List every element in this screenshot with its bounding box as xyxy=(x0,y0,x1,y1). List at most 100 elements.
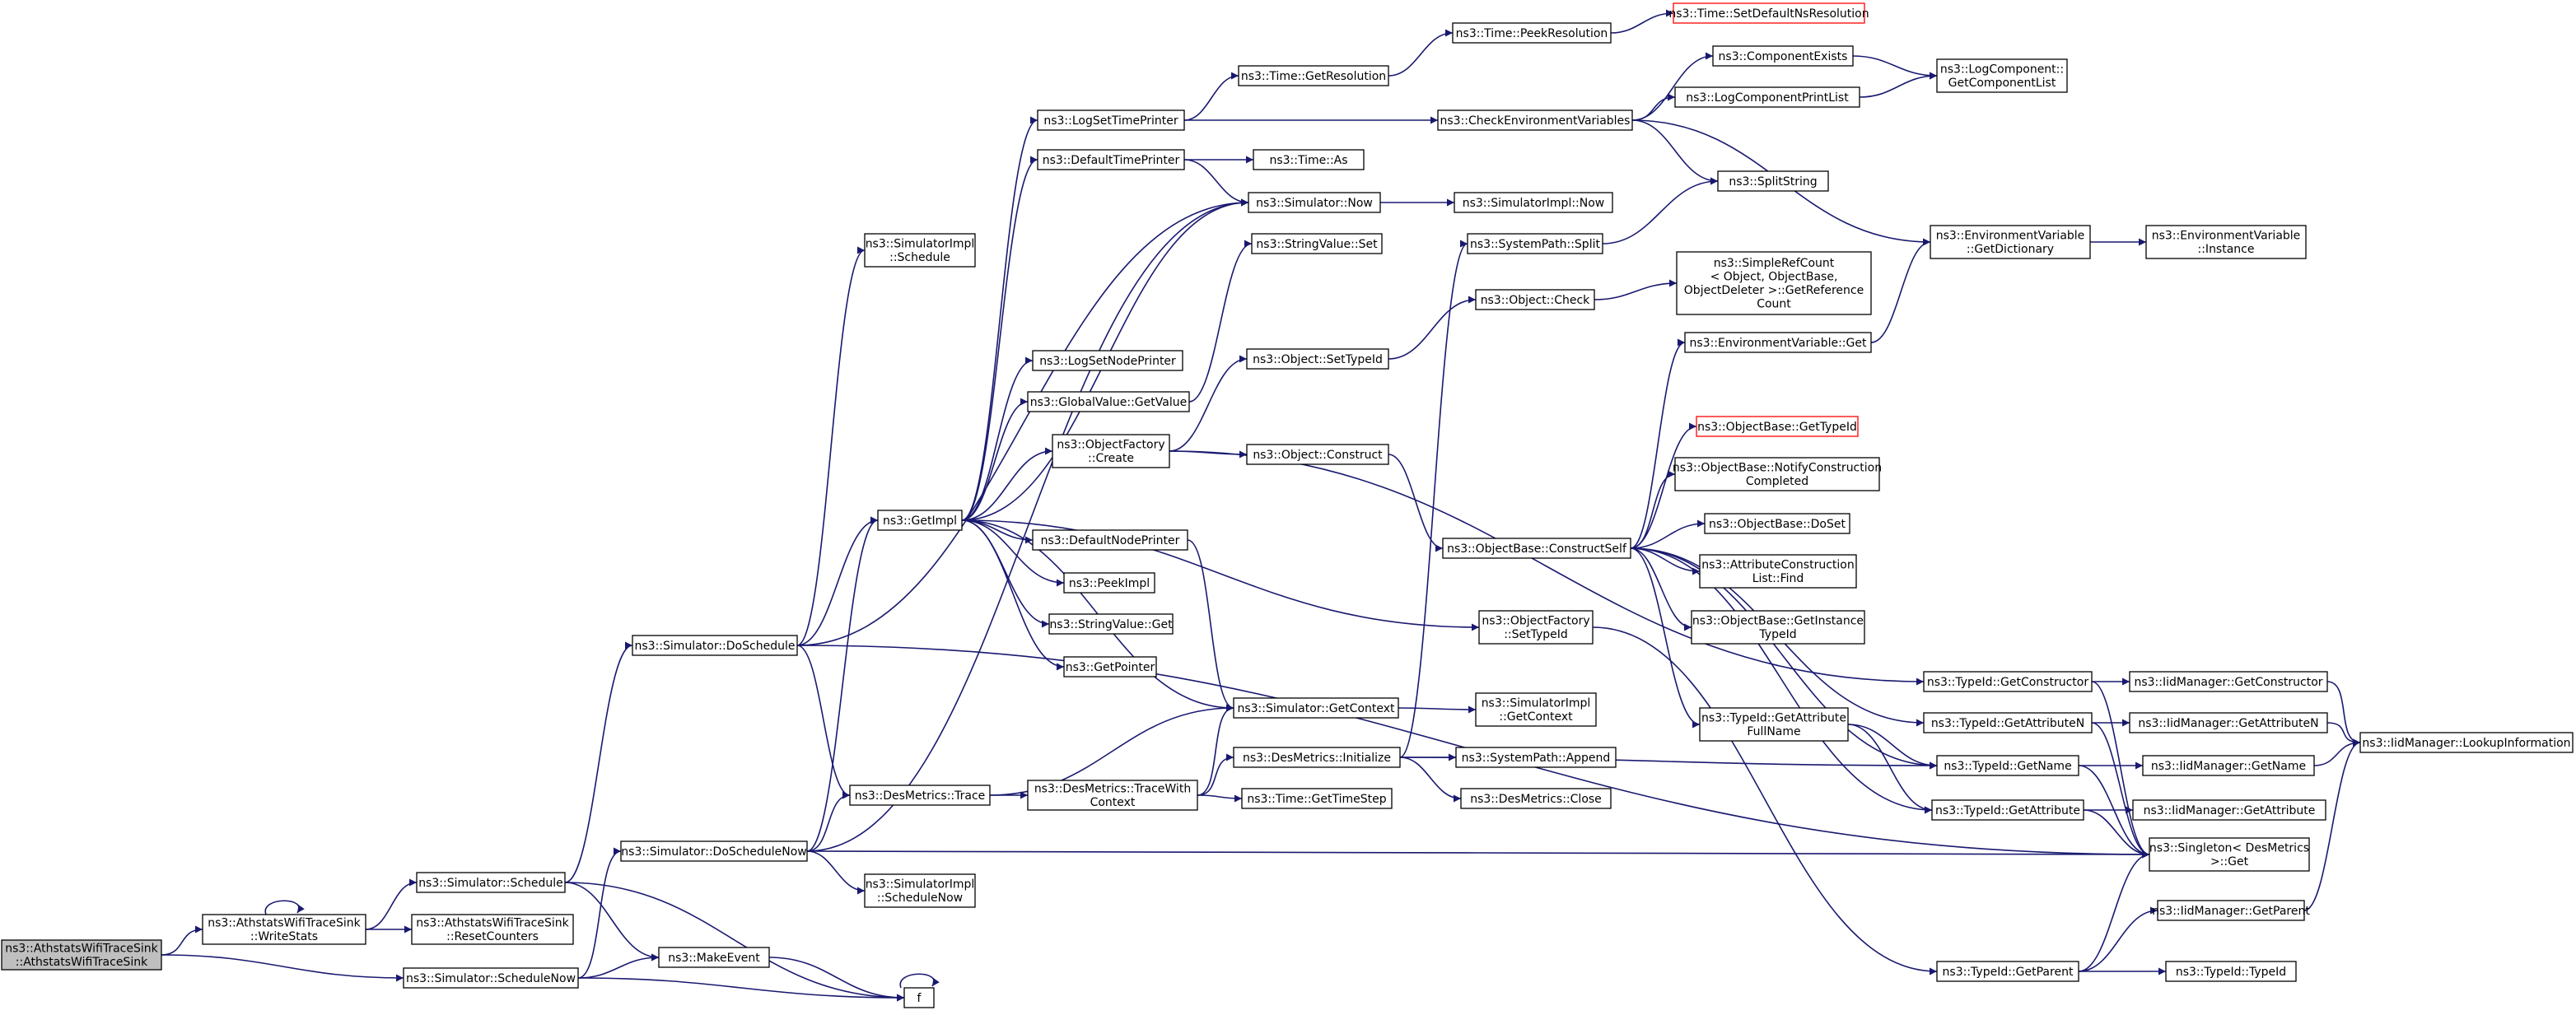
edge-globalvalue_getvalue-to-stringvalue_set xyxy=(1188,240,1253,403)
node-logcomponentprintlist[interactable]: ns3::LogComponentPrintList xyxy=(1674,86,1860,108)
node-label-typeid_getconstructor: ns3::TypeId::GetConstructor xyxy=(1927,676,2088,689)
node-typeid_getconstructor[interactable]: ns3::TypeId::GetConstructor xyxy=(1923,671,2093,692)
node-box-systempath_append xyxy=(1455,747,1617,768)
node-time_setdefaultns[interactable]: ns3::Time::SetDefaultNsResolution xyxy=(1668,2,1869,24)
node-simplerefcount[interactable]: ns3::SimpleRefCount< Object, ObjectBase,… xyxy=(1676,251,1872,315)
node-singleton_get[interactable]: ns3::Singleton< DesMetrics>::Get xyxy=(2149,837,2310,872)
node-envvar_getdictionary[interactable]: ns3::EnvironmentVariable::GetDictionary xyxy=(1930,225,2091,259)
node-box-objectbase_notify xyxy=(1674,457,1880,491)
node-resetcounters[interactable]: ns3::AthstatsWifiTraceSink::ResetCounter… xyxy=(411,914,574,945)
node-time_peekresolution[interactable]: ns3::Time::PeekResolution xyxy=(1452,22,1612,44)
node-checkenv[interactable]: ns3::CheckEnvironmentVariables xyxy=(1437,109,1633,131)
node-logsetnodeprinter[interactable]: ns3::LogSetNodePrinter xyxy=(1032,350,1183,371)
edge-sim_doschedulenow-to-desmetrics_trace xyxy=(806,791,851,852)
node-stringvalue_set[interactable]: ns3::StringValue::Set xyxy=(1251,233,1383,254)
node-sim_now[interactable]: ns3::Simulator::Now xyxy=(1248,192,1381,213)
node-envvar_instance[interactable]: ns3::EnvironmentVariable::Instance xyxy=(2145,225,2307,259)
node-box-object_settypeid xyxy=(1246,348,1389,370)
node-time_as[interactable]: ns3::Time::As xyxy=(1253,149,1365,170)
node-label-objectbase_notify: Completed xyxy=(1746,475,1808,488)
node-f[interactable]: f xyxy=(903,987,935,1008)
node-peekimpl[interactable]: ns3::PeekImpl xyxy=(1063,572,1155,594)
node-box-sim_doschedule xyxy=(632,635,798,656)
node-typeid_typeid[interactable]: ns3::TypeId::TypeId xyxy=(2165,961,2297,982)
node-iidmanager_getparent[interactable]: ns3::IidManager::GetParent xyxy=(2152,900,2310,921)
node-iidmanager_getattributen[interactable]: ns3::IidManager::GetAttributeN xyxy=(2129,712,2328,733)
node-label-typeid_getparent: ns3::TypeId::GetParent xyxy=(1943,966,2074,979)
node-systempath_append[interactable]: ns3::SystemPath::Append xyxy=(1455,747,1617,768)
node-label-attrconstructionlist_find: List::Find xyxy=(1752,572,1804,585)
node-systempath_split[interactable]: ns3::SystemPath::Split xyxy=(1467,233,1603,254)
node-label-simimpl_now: ns3::SimulatorImpl::Now xyxy=(1463,197,1605,210)
node-getpointer[interactable]: ns3::GetPointer xyxy=(1063,656,1157,677)
node-box-getimpl xyxy=(877,510,963,531)
node-typeid_getattributen[interactable]: ns3::TypeId::GetAttributeN xyxy=(1923,712,2093,733)
node-objectbase_gettypeid[interactable]: ns3::ObjectBase::GetTypeId xyxy=(1696,416,1859,437)
node-iidmanager_getconstructor[interactable]: ns3::IidManager::GetConstructor xyxy=(2129,671,2328,692)
node-objectbase_constructself[interactable]: ns3::ObjectBase::ConstructSelf xyxy=(1442,538,1631,559)
node-label-typeid_getattributefullname: ns3::TypeId::GetAttribute xyxy=(1701,712,1846,725)
node-globalvalue_getvalue[interactable]: ns3::GlobalValue::GetValue xyxy=(1027,391,1190,412)
node-label-simimpl_getcontext: ns3::SimulatorImpl xyxy=(1482,697,1591,710)
node-writestats[interactable]: ns3::AthstatsWifiTraceSink::WriteStats xyxy=(202,914,366,945)
edge-desmetrics_initialize-to-desmetrics_close xyxy=(1399,757,1462,803)
node-envvar_get[interactable]: ns3::EnvironmentVariable::Get xyxy=(1684,332,1872,353)
node-label-typeid_getattributen: ns3::TypeId::GetAttributeN xyxy=(1931,717,2084,730)
node-simimpl_schedulenow[interactable]: ns3::SimulatorImpl::ScheduleNow xyxy=(864,873,976,908)
node-simimpl_now[interactable]: ns3::SimulatorImpl::Now xyxy=(1454,192,1613,213)
node-iidmanager_lookupinformation[interactable]: ns3::IidManager::LookupInformation xyxy=(2359,732,2574,753)
node-objectfactory_create[interactable]: ns3::ObjectFactory::Create xyxy=(1052,434,1170,468)
node-label-envvar_instance: ::Instance xyxy=(2198,243,2255,256)
node-desmetrics_close[interactable]: ns3::DesMetrics::Close xyxy=(1460,788,1612,809)
node-logsettimeprinter[interactable]: ns3::LogSetTimePrinter xyxy=(1037,109,1185,131)
node-sim_schedule[interactable]: ns3::Simulator::Schedule xyxy=(416,872,566,893)
node-sim_getcontext[interactable]: ns3::Simulator::GetContext xyxy=(1233,697,1399,719)
node-simimpl_getcontext[interactable]: ns3::SimulatorImpl::GetContext xyxy=(1475,692,1597,727)
edge-checkenv-to-logcomponentprintlist xyxy=(1631,93,1676,121)
node-box-checkenv xyxy=(1437,109,1633,131)
node-iidmanager_getname[interactable]: ns3::IidManager::GetName xyxy=(2142,755,2315,776)
node-simimpl_schedule[interactable]: ns3::SimulatorImpl::Schedule xyxy=(864,233,976,268)
node-object_construct[interactable]: ns3::Object::Construct xyxy=(1246,444,1389,465)
node-box-time_getresolution xyxy=(1238,65,1389,86)
node-componentexists[interactable]: ns3::ComponentExists xyxy=(1712,45,1854,67)
node-objectfactory_settypeid[interactable]: ns3::ObjectFactory::SetTypeId xyxy=(1478,610,1594,645)
node-iidmanager_getattribute[interactable]: ns3::IidManager::GetAttribute xyxy=(2132,799,2326,821)
edge-sim_doschedulenow-to-getimpl xyxy=(806,516,879,852)
node-makeevent[interactable]: ns3::MakeEvent xyxy=(658,947,770,968)
node-splitstring[interactable]: ns3::SplitString xyxy=(1717,170,1829,192)
node-label-envvar_get: ns3::EnvironmentVariable::Get xyxy=(1690,337,1867,350)
node-desmetrics_trace[interactable]: ns3::DesMetrics::Trace xyxy=(849,785,991,806)
node-object_settypeid[interactable]: ns3::Object::SetTypeId xyxy=(1246,348,1389,370)
node-label-time_as: ns3::Time::As xyxy=(1269,154,1347,167)
node-typeid_getattribute[interactable]: ns3::TypeId::GetAttribute xyxy=(1931,799,2084,821)
node-label-globalvalue_getvalue: ns3::GlobalValue::GetValue xyxy=(1030,396,1187,409)
node-label-envvar_getdictionary: ::GetDictionary xyxy=(1967,243,2054,256)
node-sim_doschedule[interactable]: ns3::Simulator::DoSchedule xyxy=(632,635,798,656)
node-label-logcomponentprintlist: ns3::LogComponentPrintList xyxy=(1686,91,1849,105)
node-label-root: ns3::AthstatsWifiTraceSink xyxy=(5,943,158,956)
node-desmetrics_initialize[interactable]: ns3::DesMetrics::Initialize xyxy=(1233,747,1401,768)
node-objectbase_notify[interactable]: ns3::ObjectBase::NotifyConstructionCompl… xyxy=(1673,457,1882,491)
node-time_getresolution[interactable]: ns3::Time::GetResolution xyxy=(1238,65,1389,86)
node-getimpl[interactable]: ns3::GetImpl xyxy=(877,510,963,531)
node-label-simplerefcount: ObjectDeleter >::GetReference xyxy=(1684,284,1864,297)
node-time_gettimestep[interactable]: ns3::Time::GetTimeStep xyxy=(1241,788,1393,809)
node-defaultnodeprinter[interactable]: ns3::DefaultNodePrinter xyxy=(1032,529,1188,551)
node-stringvalue_get[interactable]: ns3::StringValue::Get xyxy=(1048,613,1174,635)
node-objectbase_doset[interactable]: ns3::ObjectBase::DoSet xyxy=(1704,513,1850,534)
node-typeid_getname[interactable]: ns3::TypeId::GetName xyxy=(1936,755,2079,776)
node-logcomponent_getcomponentlist[interactable]: ns3::LogComponent::GetComponentList xyxy=(1936,58,2068,93)
node-object_check[interactable]: ns3::Object::Check xyxy=(1475,289,1595,310)
node-defaulttimeprinter[interactable]: ns3::DefaultTimePrinter xyxy=(1037,149,1185,170)
node-label-simimpl_schedulenow: ns3::SimulatorImpl xyxy=(866,878,975,892)
node-label-attrconstructionlist_find: ns3::AttributeConstruction xyxy=(1701,559,1854,572)
node-root[interactable]: ns3::AthstatsWifiTraceSink::AthstatsWifi… xyxy=(1,939,162,971)
node-sim_schedulenow[interactable]: ns3::Simulator::ScheduleNow xyxy=(403,967,579,989)
node-typeid_getparent[interactable]: ns3::TypeId::GetParent xyxy=(1936,961,2079,982)
node-sim_doschedulenow[interactable]: ns3::Simulator::DoScheduleNow xyxy=(620,840,808,862)
